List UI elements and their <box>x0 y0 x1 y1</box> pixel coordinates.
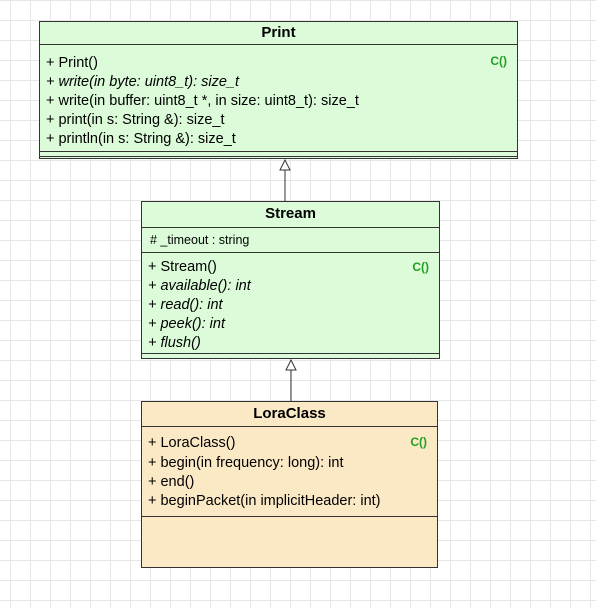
class-loraclass-name: LoraClass <box>142 402 437 427</box>
class-loraclass-methods: C() + LoraClass() + begin(in frequency: … <box>142 427 437 517</box>
lora-to-stream-arrowhead <box>285 358 297 371</box>
class-print[interactable]: Print C() + Print() + write(in byte: uin… <box>39 21 518 159</box>
method-read: + read(): int <box>148 297 223 313</box>
method-write-buffer: + write(in buffer: uint8_t *, in size: u… <box>46 93 359 109</box>
constructor-badge: C() <box>490 54 507 68</box>
stream-to-print-arrowhead <box>279 158 291 171</box>
method-flush: + flush() <box>148 335 201 351</box>
class-print-name: Print <box>40 22 517 45</box>
class-stream-name: Stream <box>142 202 439 228</box>
method-write-byte: + write(in byte: uint8_t): size_t <box>46 74 240 90</box>
method-loraclass-constructor: + LoraClass() <box>148 435 236 451</box>
class-stream-attributes: # _timeout : string <box>142 228 439 253</box>
method-end: + end() <box>148 474 195 490</box>
class-stream-footer-divider <box>142 353 439 359</box>
method-available: + available(): int <box>148 278 251 294</box>
method-peek: + peek(): int <box>148 316 225 332</box>
class-loraclass[interactable]: LoraClass C() + LoraClass() + begin(in f… <box>141 401 438 568</box>
method-print: + print(in s: String &): size_t <box>46 112 225 128</box>
class-print-methods: C() + Print() + write(in byte: uint8_t):… <box>40 45 517 151</box>
class-stream-methods: C() + Stream() + available(): int + read… <box>142 253 439 353</box>
method-stream-constructor: + Stream() <box>148 259 217 275</box>
constructor-badge: C() <box>412 260 429 274</box>
method-print-constructor: + Print() <box>46 55 98 71</box>
method-beginpacket: + beginPacket(in implicitHeader: int) <box>148 493 381 509</box>
class-stream[interactable]: Stream # _timeout : string C() + Stream(… <box>141 201 440 359</box>
constructor-badge: C() <box>410 435 427 449</box>
method-println: + println(in s: String &): size_t <box>46 131 236 147</box>
method-begin: + begin(in frequency: long): int <box>148 455 344 471</box>
class-print-footer-divider <box>40 151 517 157</box>
attribute-timeout: # _timeout : string <box>150 233 250 247</box>
